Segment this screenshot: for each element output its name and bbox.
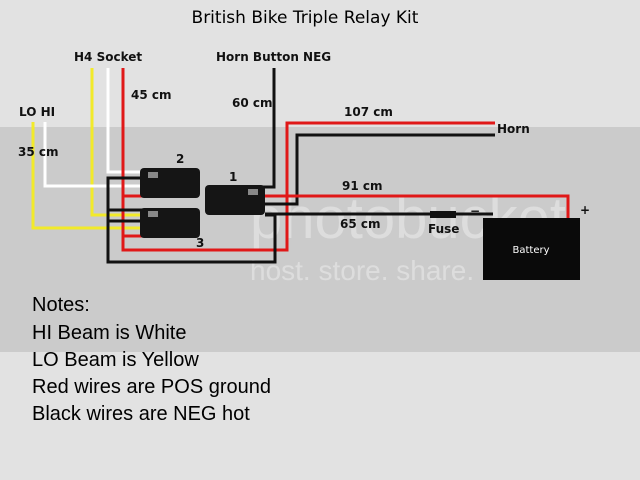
relay-2-label: 2: [176, 152, 184, 166]
wire-black-horn-button: [262, 68, 276, 189]
note-red-wires: Red wires are POS ground: [32, 376, 271, 398]
wire-yellow-h4: [90, 68, 142, 217]
diagram-title: British Bike Triple Relay Kit: [192, 8, 419, 28]
length-107: 107 cm: [344, 105, 393, 119]
h4-socket-label: H4 Socket: [74, 50, 142, 64]
relay-1-label: 1: [229, 170, 237, 184]
battery-plus: +: [580, 203, 590, 217]
note-lo-beam: LO Beam is Yellow: [32, 349, 199, 371]
relay-1: [205, 185, 265, 215]
wire-white-hi: [43, 122, 142, 188]
relay-3-label: 3: [196, 236, 204, 250]
watermark-tagline: host. store. share.: [250, 255, 474, 286]
wire-yellow-lo: [31, 122, 142, 230]
battery-minus: −: [470, 204, 480, 218]
wire-white-h4: [106, 68, 142, 174]
battery: [483, 218, 580, 280]
note-hi-beam: HI Beam is White: [32, 322, 186, 344]
notes-heading: Notes:: [32, 294, 90, 316]
relay-3: [140, 208, 200, 238]
fuse-label: Fuse: [428, 222, 459, 236]
lo-hi-label: LO HI: [19, 105, 55, 119]
note-black-wires: Black wires are NEG hot: [32, 403, 250, 425]
horn-button-label: Horn Button NEG: [216, 50, 331, 64]
length-65: 65 cm: [340, 217, 381, 231]
relay-2: [140, 168, 200, 198]
horn-label: Horn: [497, 122, 530, 136]
length-45: 45 cm: [131, 88, 172, 102]
fuse-icon: [430, 211, 456, 218]
length-60: 60 cm: [232, 96, 273, 110]
wire-red-battery: [265, 194, 570, 218]
length-91: 91 cm: [342, 179, 383, 193]
wire-black-horn: [265, 133, 495, 206]
wire-red-h4: [121, 68, 495, 252]
battery-label: Battery: [512, 245, 549, 256]
length-35: 35 cm: [18, 145, 59, 159]
